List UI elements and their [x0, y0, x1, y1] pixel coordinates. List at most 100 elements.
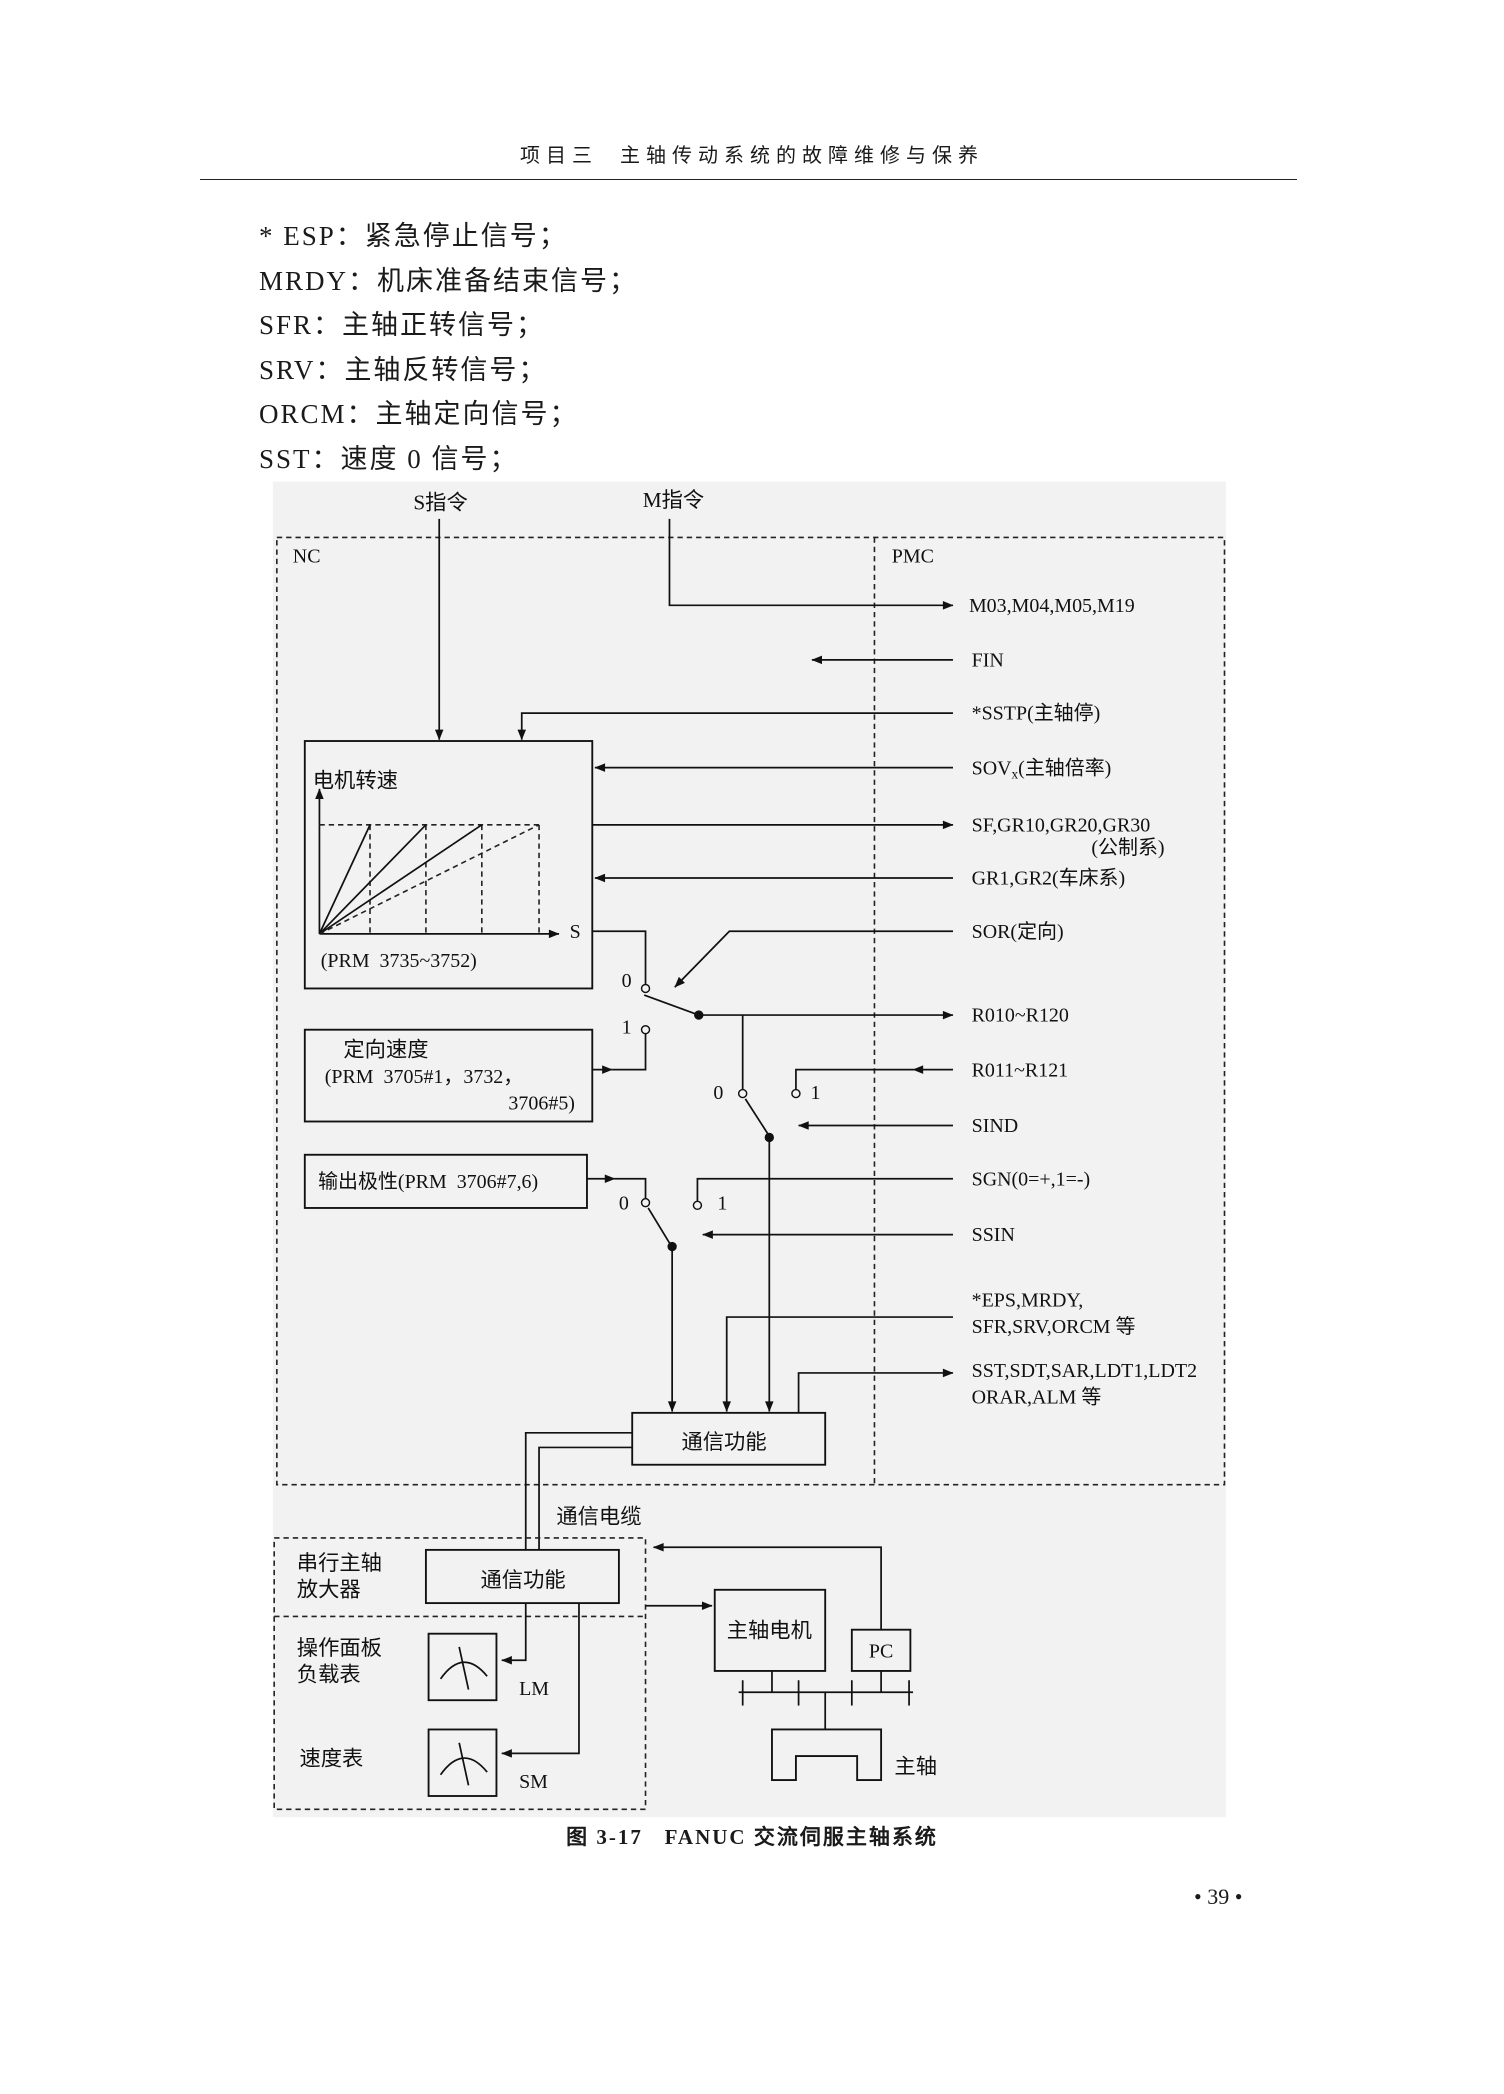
status-in-arrow — [722, 1316, 953, 1413]
sov-signal-main: SOV — [972, 757, 1013, 779]
status-out-signal-2: ORAR,ALM 等 — [972, 1386, 1102, 1409]
nc-region-label: NC — [293, 546, 321, 568]
switch1-contact-1 — [640, 1024, 651, 1035]
chapter-title: 主轴传动系统的故障维修与保养 — [620, 145, 984, 167]
amp-comm-box — [424, 1548, 620, 1605]
status-out-arrow — [797, 1368, 954, 1413]
pc-label: PC — [869, 1641, 893, 1663]
orient-speed-params-2: 3706#5) — [508, 1093, 575, 1115]
nc-pmc-boundary — [276, 536, 1226, 1486]
speed-meter-arrow — [501, 1603, 580, 1758]
spindle-motor-label: 主轴电机 — [727, 1619, 812, 1643]
orient-speed-box — [303, 1028, 594, 1123]
header-rule — [200, 179, 1297, 180]
comm-cable-line — [524, 1431, 633, 1550]
sov-signal-subscript: x — [1012, 766, 1019, 781]
sind-signal: SIND — [972, 1115, 1019, 1137]
r010-signal: R010~R120 — [972, 1005, 1069, 1027]
load-meter-needle — [458, 1646, 470, 1690]
definition-item: SFR：主轴正转信号； — [259, 310, 546, 340]
speed-graph-box — [303, 740, 594, 990]
panel-load-label-1: 操作面板 — [297, 1636, 382, 1660]
comm-cable-line — [538, 1446, 633, 1550]
speed-graph-params: (PRM 3735~3752) — [321, 950, 477, 972]
sov-signal: SOVx(主轴倍率) — [972, 756, 1112, 781]
switch1-label-1: 1 — [622, 1017, 632, 1039]
spindle-shape — [771, 1728, 883, 1781]
sor-signal: SOR(定向) — [972, 920, 1064, 943]
output-polarity-line — [614, 1177, 647, 1199]
fin-signal: FIN — [972, 650, 1004, 672]
sstp-signal: *SSTP(主轴停) — [972, 702, 1101, 725]
pmc-region-label: PMC — [892, 546, 934, 568]
speed-meter-icon — [439, 1757, 488, 1776]
comm-cable-label: 通信电缆 — [556, 1504, 641, 1528]
sov-signal-desc: (主轴倍率) — [1018, 756, 1111, 779]
status-in-signal-1: *EPS,MRDY, — [972, 1289, 1084, 1311]
panel-load-label-2: 负载表 — [297, 1663, 361, 1687]
definition-item: ORCM：主轴定向信号； — [259, 399, 579, 429]
amplifier-panel-boundary — [273, 1537, 647, 1811]
spindle-label: 主轴 — [894, 1754, 937, 1778]
switch3-contact-0 — [640, 1197, 651, 1208]
speed-graph-y-label: 电机转速 — [313, 769, 398, 793]
switch3-label-0: 0 — [619, 1192, 629, 1214]
gear-out-signal: SF,GR10,GR20,GR30 — [972, 814, 1151, 836]
chapter-label: 项目三 — [520, 145, 598, 167]
speed-meter-label: SM — [519, 1771, 548, 1793]
ssin-signal: SSIN — [972, 1224, 1015, 1246]
nc-comm-label: 通信功能 — [681, 1430, 766, 1454]
definition-item: * ESP：紧急停止信号； — [259, 221, 568, 251]
figure-caption: 图 3-17 FANUC 交流伺服主轴系统 — [566, 1825, 938, 1849]
graph-output-line — [592, 930, 647, 985]
load-meter-box — [427, 1632, 498, 1702]
diagram-background — [272, 481, 1226, 1818]
m-codes-signal: M03,M04,M05,M19 — [969, 595, 1135, 617]
pc-feedback-arrow — [652, 1542, 882, 1630]
sstp-arrow — [517, 712, 953, 741]
sgn-line — [696, 1177, 953, 1202]
switch1-contact-0 — [640, 983, 651, 994]
r011-signal: R011~R121 — [972, 1059, 1069, 1081]
r011-line — [795, 1068, 914, 1090]
switch2-contact-1 — [791, 1088, 801, 1099]
amplifier-label-2: 放大器 — [297, 1577, 361, 1601]
amp-comm-label: 通信功能 — [481, 1568, 566, 1592]
gear-ratio-line — [319, 824, 540, 935]
orient-speed-line — [612, 1033, 647, 1071]
switch3-contact-1 — [692, 1200, 703, 1211]
switch3-blade — [647, 1207, 672, 1246]
status-in-signal-2: SFR,SRV,ORCM 等 — [972, 1315, 1136, 1338]
signal-definitions: * ESP：紧急停止信号； MRDY：机床准备结束信号； SFR：主轴正转信号；… — [259, 214, 638, 481]
gear-in-signal: GR1,GR2(车床系) — [972, 867, 1126, 890]
output-polarity-label: 输出极性(PRM 3706#7,6) — [318, 1170, 538, 1193]
gear-ratio-line — [318, 824, 483, 935]
gear-ratio-line — [318, 824, 427, 935]
load-meter-label: LM — [519, 1678, 549, 1700]
running-header: 项目三主轴传动系统的故障维修与保养 — [0, 139, 1504, 168]
gear-out-note: (公制系) — [1091, 836, 1164, 859]
switch2-label-1: 1 — [811, 1082, 821, 1104]
definition-item: SST：速度 0 信号； — [259, 443, 519, 474]
switch1-blade — [643, 994, 700, 1016]
switch2-label-0: 0 — [713, 1082, 723, 1104]
speed-meter-box — [427, 1728, 498, 1797]
nc-comm-box — [631, 1411, 827, 1466]
switch2-contact-0 — [737, 1088, 748, 1099]
orient-speed-params-1: (PRM 3705#1，3732， — [325, 1066, 523, 1088]
switch3-pivot — [667, 1241, 677, 1252]
switch2-blade — [744, 1098, 771, 1137]
orient-speed-title: 定向速度 — [343, 1037, 428, 1061]
definition-item: SRV：主轴反转信号； — [259, 354, 548, 385]
panel-speed-label: 速度表 — [299, 1746, 363, 1770]
output-polarity-box — [303, 1153, 588, 1209]
m-command-label: M指令 — [643, 488, 705, 512]
definition-item: MRDY：机床准备结束信号； — [259, 265, 639, 296]
spindle-motor-box — [713, 1588, 827, 1672]
sor-arrow — [674, 930, 953, 988]
sgn-signal: SGN(0=+,1=-) — [972, 1168, 1091, 1190]
status-out-signal-1: SST,SDT,SAR,LDT1,LDT2 — [972, 1360, 1197, 1382]
speed-graph-x-label: S — [570, 921, 581, 943]
